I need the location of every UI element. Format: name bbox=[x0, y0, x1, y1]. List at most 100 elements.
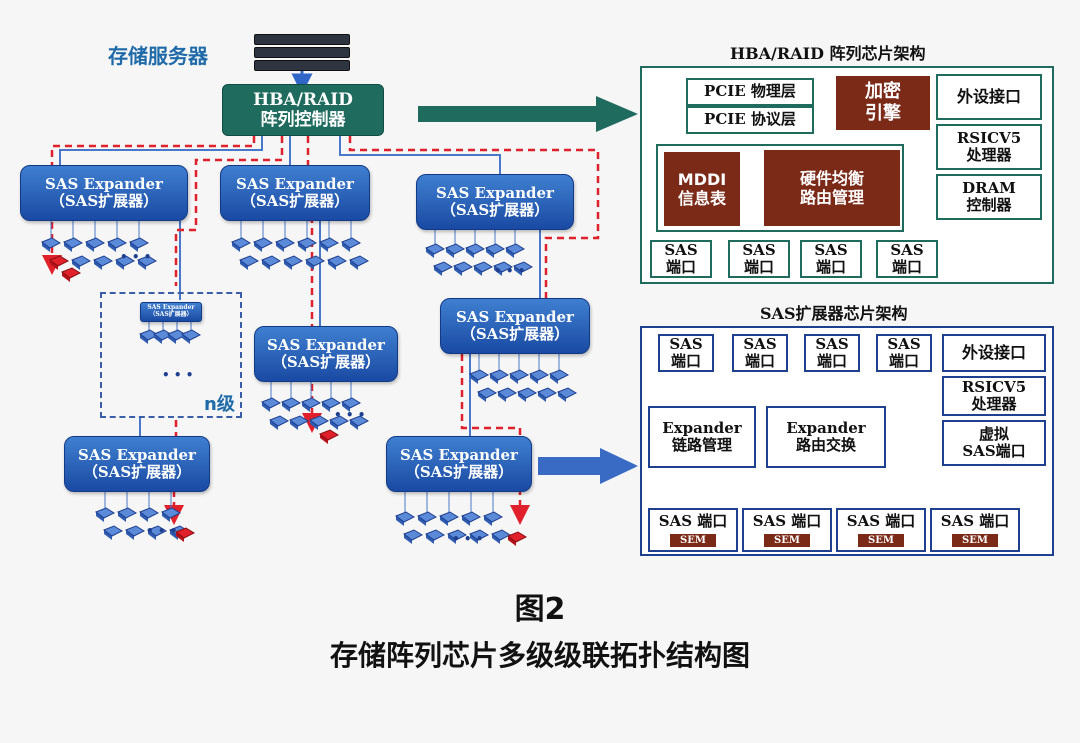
riscv-line1: RSICV5 bbox=[956, 128, 1022, 147]
g5-disk-5 bbox=[268, 415, 290, 430]
g3-disk-3 bbox=[484, 243, 506, 258]
g4-disk-6 bbox=[496, 387, 518, 402]
g1-disk-4 bbox=[128, 237, 150, 252]
sas-expander-4: SAS Expander （SAS扩展器） bbox=[440, 298, 590, 354]
red-disk-3 bbox=[174, 527, 196, 542]
hba-raid-controller: HBA/RAID 阵列控制器 bbox=[222, 84, 384, 136]
pcie-protocol-block: PCIE 协议层 bbox=[686, 106, 814, 134]
g1-disk-0 bbox=[40, 237, 62, 252]
g5-disk-6 bbox=[288, 415, 310, 430]
ellipsis-2: • • • bbox=[494, 264, 526, 278]
gmini-disk-3 bbox=[180, 329, 202, 344]
hba-sas-port-1: SAS 端口 bbox=[650, 240, 712, 278]
g2-disk-4 bbox=[318, 237, 340, 252]
encryption-line2: 引擎 bbox=[865, 103, 901, 124]
sas-port-line2: 端口 bbox=[670, 352, 701, 370]
mddi-line1: MDDI bbox=[677, 169, 727, 189]
n-level-group bbox=[100, 292, 242, 418]
g7-disk-0 bbox=[394, 511, 416, 526]
g2-disk-7 bbox=[260, 255, 282, 270]
sas-port-line1: SAS bbox=[815, 334, 849, 353]
sas-expander-mini: SAS Expander （SAS扩展器） bbox=[140, 302, 202, 322]
g3-disk-6 bbox=[452, 261, 474, 276]
expander-line2: （SAS扩展器） bbox=[440, 201, 550, 219]
sas-port-line2: 端口 bbox=[888, 352, 919, 370]
sas-port-line1: SAS bbox=[664, 240, 698, 259]
g7-disk-3 bbox=[460, 511, 482, 526]
mddi-table-block: MDDI 信息表 bbox=[664, 152, 740, 226]
g5-disk-9 bbox=[348, 415, 370, 430]
expander-line2: （SAS扩展器） bbox=[404, 463, 514, 481]
red-route-2 bbox=[174, 136, 284, 286]
bottom-port-label: SAS 端口 bbox=[940, 511, 1010, 530]
pcie-phy-block: PCIE 物理层 bbox=[686, 78, 814, 106]
g2-disk-3 bbox=[296, 237, 318, 252]
bottom-port-label: SAS 端口 bbox=[658, 511, 728, 530]
exp-bottom-port-2: SAS 端口 SEM bbox=[742, 508, 832, 552]
red-disk-1 bbox=[60, 267, 82, 282]
g7-disk-9 bbox=[490, 529, 512, 544]
exp-bottom-port-4: SAS 端口 SEM bbox=[930, 508, 1020, 552]
g7-disk-7 bbox=[446, 529, 468, 544]
virtual-line1: 虚拟 bbox=[978, 424, 1009, 443]
expander-panel-title: SAS扩展器芯片架构 bbox=[760, 304, 908, 323]
sem-tag: SEM bbox=[670, 533, 716, 548]
hba-riscv-block: RSICV5 处理器 bbox=[936, 124, 1042, 170]
arrow-to-expander-panel bbox=[538, 448, 640, 484]
g6-disk-5 bbox=[124, 525, 146, 540]
g6-disk-0 bbox=[94, 507, 116, 522]
sas-port-line2: 端口 bbox=[815, 258, 846, 276]
g4-disk-9 bbox=[556, 387, 578, 402]
link-management-block: Expander 链路管理 bbox=[648, 406, 756, 468]
g4-disk-8 bbox=[536, 387, 558, 402]
sas-port-line2: 端口 bbox=[816, 352, 847, 370]
g2-disk-2 bbox=[274, 237, 296, 252]
g4-disk-4 bbox=[548, 369, 570, 384]
expander-line2: （SAS扩展器） bbox=[460, 325, 570, 343]
hba-to-exp1-link bbox=[59, 136, 263, 165]
g3-disk-5 bbox=[432, 261, 454, 276]
expander-line2: （SAS扩展器） bbox=[240, 192, 350, 210]
sas-port-line1: SAS bbox=[890, 240, 924, 259]
sas-port-line1: SAS bbox=[743, 334, 777, 353]
g3-disk-2 bbox=[464, 243, 486, 258]
hba-sas-port-3: SAS 端口 bbox=[800, 240, 862, 278]
sas-port-line2: 端口 bbox=[891, 258, 922, 276]
g4-disk-7 bbox=[516, 387, 538, 402]
arrow-to-hba-panel bbox=[418, 96, 640, 132]
expander-line2: （SAS扩展器） bbox=[49, 192, 159, 210]
hba-sas-port-2: SAS 端口 bbox=[728, 240, 790, 278]
sas-expander-5: SAS Expander （SAS扩展器） bbox=[254, 326, 398, 382]
expander-line1: SAS Expander bbox=[436, 183, 554, 202]
sas-port-line1: SAS bbox=[814, 240, 848, 259]
g1-disk-5 bbox=[48, 255, 70, 270]
expander-mini-line1: SAS Expander bbox=[147, 304, 195, 312]
bottom-port-label: SAS 端口 bbox=[846, 511, 916, 530]
g6-disk-1 bbox=[116, 507, 138, 522]
sas-port-line2: 端口 bbox=[743, 258, 774, 276]
bottom-port-label: SAS 端口 bbox=[752, 511, 822, 530]
exp-sas-port-4: SAS 端口 bbox=[876, 334, 932, 372]
routing-line2: 路由管理 bbox=[799, 188, 864, 207]
exp-peripheral-block: 外设接口 bbox=[942, 334, 1046, 372]
g3-disk-4 bbox=[504, 243, 526, 258]
expander-mini-line2: （SAS扩展器） bbox=[149, 311, 193, 318]
figure-number: 图2 bbox=[514, 592, 566, 627]
g7-disk-1 bbox=[416, 511, 438, 526]
g2-disk-1 bbox=[252, 237, 274, 252]
encryption-engine-block: 加密 引擎 bbox=[836, 76, 930, 130]
g3-disk-8 bbox=[492, 261, 514, 276]
riscv-line2: 处理器 bbox=[971, 395, 1017, 413]
g3-disk-9 bbox=[512, 261, 534, 276]
g6-disk-6 bbox=[146, 525, 168, 540]
g5-disk-1 bbox=[280, 397, 302, 412]
virtual-sas-port-block: 虚拟 SAS端口 bbox=[942, 420, 1046, 466]
g2-disk-8 bbox=[282, 255, 304, 270]
g1-disk-6 bbox=[70, 255, 92, 270]
expander-line1: SAS Expander bbox=[400, 445, 518, 464]
ellipsis-4: • • • bbox=[146, 524, 178, 538]
routing-line1: 硬件均衡 bbox=[799, 168, 864, 188]
g5-disk-8 bbox=[328, 415, 350, 430]
hardware-routing-block: 硬件均衡 路由管理 bbox=[764, 150, 900, 226]
